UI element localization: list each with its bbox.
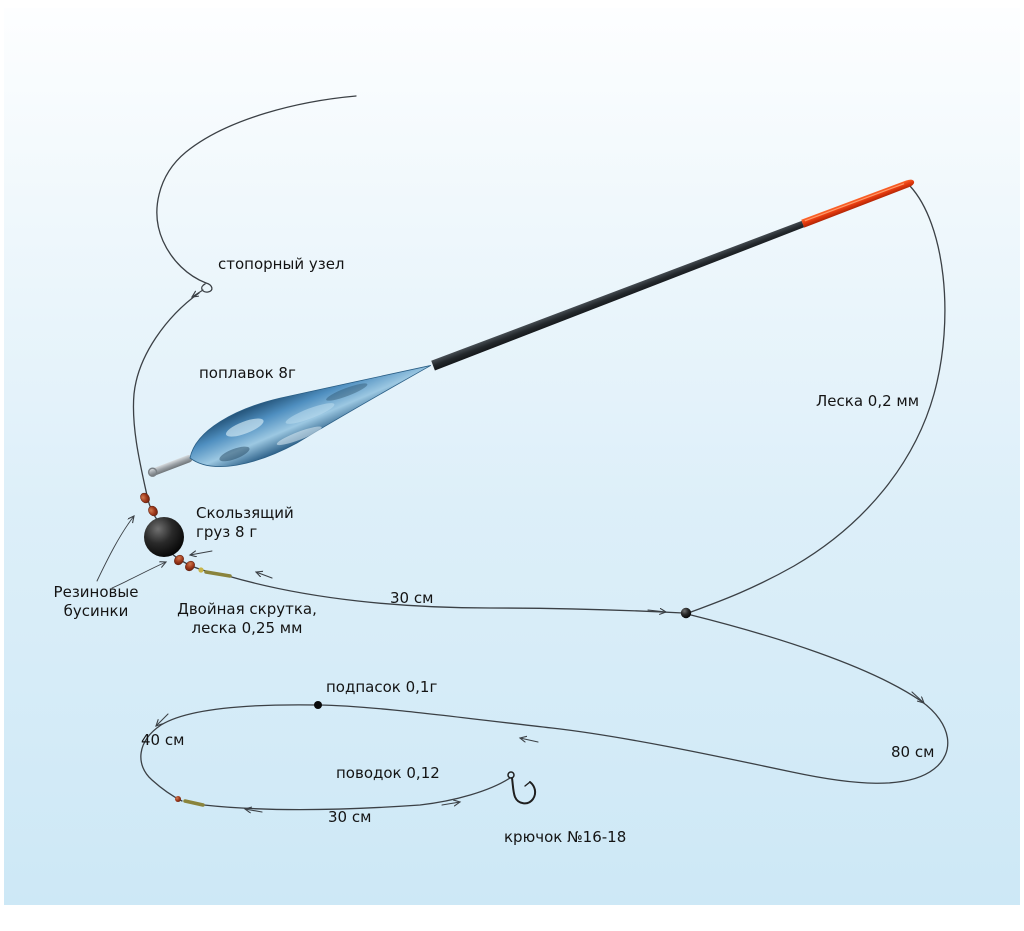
arrow-40cm: [156, 713, 169, 726]
sliding-weight-ball: [144, 517, 184, 557]
label-double-twist: Двойная скрутка, леска 0,25 мм: [177, 600, 317, 637]
label-dropper-shot: подпасок 0,1г: [326, 678, 438, 696]
leader-line: [203, 777, 511, 811]
label-distance-30-top: 30 см: [390, 589, 434, 607]
arrow-80cm: [911, 691, 924, 703]
dropper-shot-dot: [314, 701, 322, 709]
float-body-speckle: [276, 426, 322, 446]
label-hook: крючок №16-18: [504, 828, 627, 846]
float: [147, 179, 915, 477]
stop-knot-icon: [201, 282, 213, 293]
float-body-speckle: [285, 403, 335, 424]
main-line-top-loop: [156, 95, 357, 284]
rubber-bead: [148, 505, 158, 517]
sky-background: [4, 8, 1020, 905]
label-leader: поводок 0,12: [336, 764, 440, 782]
label-distance-30-leader: 30 см: [328, 808, 372, 826]
float-body-speckle: [326, 383, 368, 401]
float-body-speckle: [225, 418, 264, 437]
rubber-bead: [140, 492, 150, 504]
label-stop-knot: стопорный узел: [218, 255, 345, 273]
hook-icon: [507, 771, 537, 805]
float-stem-ring: [147, 467, 158, 477]
pointer-beads-lower: [111, 562, 166, 589]
float-antenna-tip-gloss: [804, 183, 905, 222]
arrow-return-left: [520, 738, 539, 743]
twist-bead: [198, 567, 204, 573]
float-body-speckle: [219, 446, 250, 462]
swivel-twist-icon: [183, 799, 205, 807]
label-rubber-beads: Резиновые бусинки: [53, 583, 139, 620]
connector-bead: [680, 607, 692, 619]
line-knot-to-weight: [132, 292, 200, 526]
arrow-30top-left: [256, 572, 273, 579]
label-main-line: Леска 0,2 мм: [816, 392, 920, 410]
label-float: поплавок 8г: [199, 364, 296, 382]
rubber-bead: [174, 554, 184, 566]
line-lower-loop: [140, 614, 949, 802]
double-twist-icon: [204, 570, 232, 578]
label-distance-40: 40 см: [141, 731, 185, 749]
arrow-30top-right: [647, 610, 666, 612]
float-antenna: [431, 220, 805, 371]
swivel-bead: [175, 796, 181, 802]
rubber-bead: [185, 560, 195, 572]
float-stem: [148, 455, 193, 477]
pointer-sliding-weight: [190, 551, 213, 555]
main-line-right-loop: [690, 185, 946, 613]
pointer-beads-upper: [96, 516, 134, 582]
arrow-leader-left: [245, 809, 263, 812]
label-sliding-weight: Скользящий груз 8 г: [196, 504, 294, 541]
float-antenna-tip: [801, 179, 915, 228]
label-distance-80: 80 см: [891, 743, 935, 761]
arrow-leader-right: [441, 802, 460, 805]
